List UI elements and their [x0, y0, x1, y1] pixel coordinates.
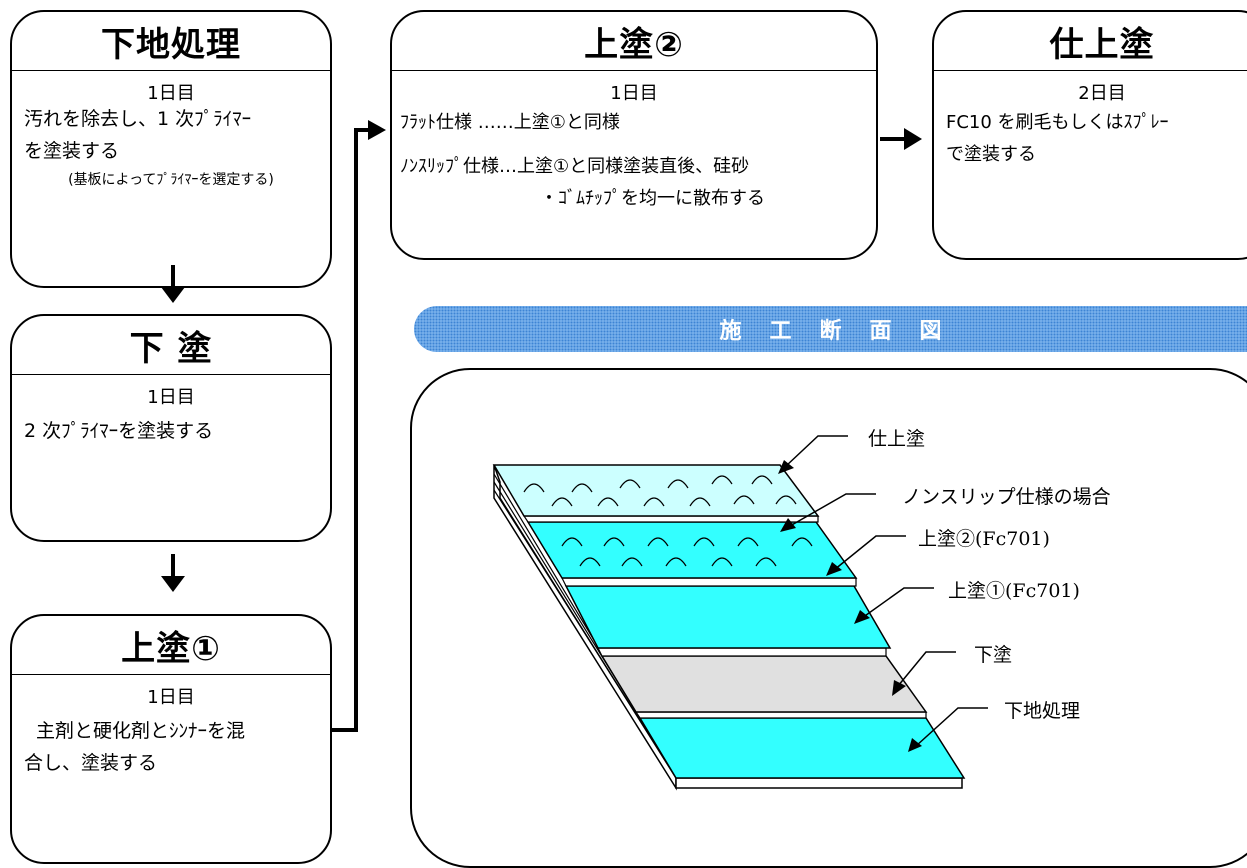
step-top2-day: 1日目 — [610, 83, 658, 104]
step-base-day: 1日目 — [147, 83, 195, 104]
label-base-treatment: 下地処理 — [1004, 700, 1081, 722]
step-under-title: 下 塗 — [12, 316, 330, 375]
step-base-title: 下地処理 — [12, 12, 330, 71]
label-topcoat2: 上塗②(Fc701) — [918, 528, 1050, 550]
step-finish-line2: で塗装する — [946, 144, 1036, 165]
step-under-day: 1日目 — [147, 387, 195, 408]
arrow-right-icon — [880, 128, 922, 150]
step-top2-box: 上塗② 1日目 ﾌﾗｯﾄ仕様 ……上塗①と同様 ﾉﾝｽﾘｯﾌﾟ仕様…上塗①と同様… — [390, 10, 878, 260]
arrow-down-icon — [161, 265, 185, 303]
section-banner-title: 施工断面図 — [719, 319, 970, 344]
layer-finish — [492, 464, 820, 517]
step-top1-title: 上塗① — [12, 616, 330, 675]
step-under-desc: 2 次ﾌﾟﾗｲﾏｰを塗装する — [12, 415, 330, 447]
step-top2-title: 上塗② — [392, 12, 876, 71]
step-base-note: (基板によってﾌﾟﾗｲﾏｰを選定する) — [68, 172, 274, 188]
arrow-down-icon — [161, 554, 185, 592]
layer-topcoat2 — [526, 521, 858, 579]
layer-undercoat — [600, 655, 928, 713]
section-banner: 施工断面図 — [414, 306, 1247, 352]
nonslip-bumps-finish — [523, 475, 797, 507]
step-top2-line1: ﾌﾗｯﾄ仕様 ……上塗①と同様 — [400, 112, 620, 133]
step-under-line1: 2 次ﾌﾟﾗｲﾏｰを塗装する — [24, 420, 214, 442]
cross-section-diagram — [492, 435, 988, 791]
step-top1-desc: 主剤と硬化剤とｼﾝﾅｰを混 合し、塗装する — [12, 715, 330, 779]
label-nonslip: ノンスリップ仕様の場合 — [902, 486, 1111, 508]
nonslip-bumps-topcoat2 — [561, 537, 813, 567]
step-top2-desc: ﾌﾗｯﾄ仕様 ……上塗①と同様 ﾉﾝｽﾘｯﾌﾟ仕様…上塗①と同様塗装直後、硅砂 … — [392, 107, 876, 215]
step-top2-line2: ﾉﾝｽﾘｯﾌﾟ仕様…上塗①と同様塗装直後、硅砂 — [400, 156, 750, 177]
step-base-line1: 汚れを除去し、1 次ﾌﾟﾗｲﾏｰ — [24, 108, 252, 130]
step-top2-line3: ・ｺﾞﾑﾁｯﾌﾟを均一に散布する — [540, 188, 765, 209]
step-base-box: 下地処理 1日目 汚れを除去し、1 次ﾌﾟﾗｲﾏｰ を塗装する (基板によってﾌ… — [10, 10, 332, 288]
label-topcoat1: 上塗①(Fc701) — [948, 580, 1080, 602]
step-finish-line1: FC10 を刷毛もしくはｽﾌﾟﾚｰ — [946, 112, 1169, 133]
step-under-box: 下 塗 1日目 2 次ﾌﾟﾗｲﾏｰを塗装する — [10, 314, 332, 542]
step-finish-day: 2日目 — [1078, 83, 1126, 104]
step-top1-day: 1日目 — [147, 687, 195, 708]
layer-topcoat1 — [564, 585, 892, 649]
connector-arrow-icon — [332, 120, 386, 732]
step-finish-desc: FC10 を刷毛もしくはｽﾌﾟﾚｰ で塗装する — [934, 107, 1247, 171]
label-finish: 仕上塗 — [868, 428, 926, 450]
layer-base-slab — [675, 777, 963, 789]
step-finish-title: 仕上塗 — [934, 12, 1247, 71]
step-base-line2: を塗装する — [24, 140, 120, 162]
step-top1-line2: 合し、塗装する — [24, 752, 158, 774]
step-base-desc: 汚れを除去し、1 次ﾌﾟﾗｲﾏｰ を塗装する — [12, 103, 330, 167]
step-top1-box: 上塗① 1日目 主剤と硬化剤とｼﾝﾅｰを混 合し、塗装する — [10, 614, 332, 864]
label-undercoat: 下塗 — [974, 644, 1013, 666]
step-top1-line1: 主剤と硬化剤とｼﾝﾅｰを混 — [36, 720, 246, 742]
step-finish-box: 仕上塗 2日目 FC10 を刷毛もしくはｽﾌﾟﾚｰ で塗装する — [932, 10, 1247, 260]
